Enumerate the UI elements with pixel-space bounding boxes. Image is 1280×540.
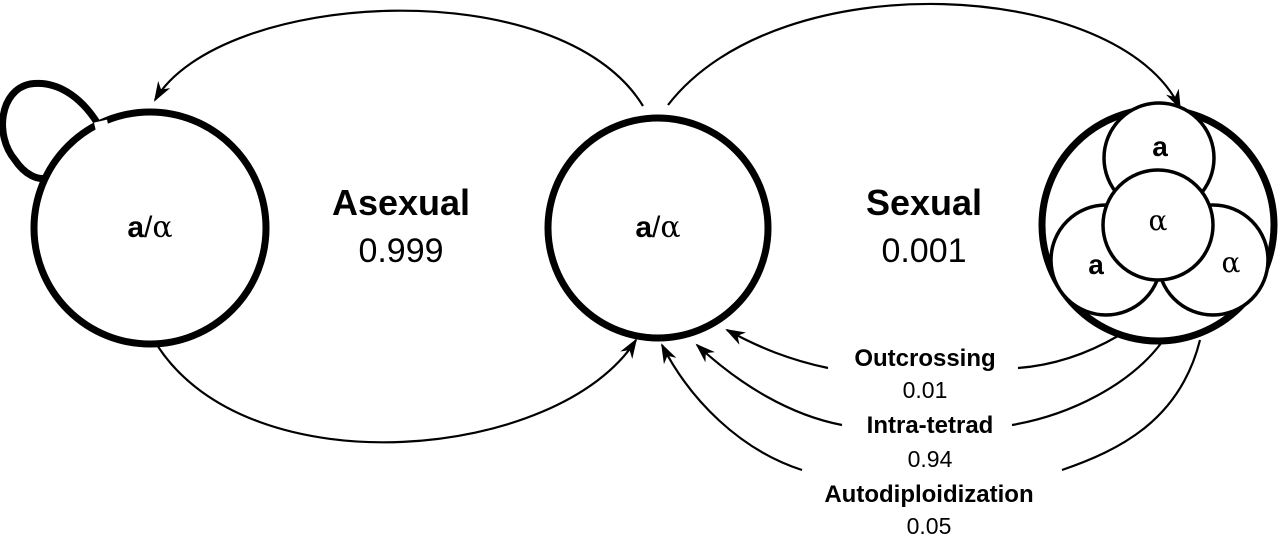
- outcrossing-probability: 0.01: [903, 377, 948, 403]
- autodiploidization-probability: 0.05: [907, 513, 952, 539]
- tetrad-spore-center: α: [1149, 204, 1168, 237]
- autodiploidization-label: Autodiploidization: [824, 481, 1033, 508]
- center-cell-genotype: a/α: [635, 210, 680, 245]
- tetrad-spore-bottom-right: α: [1222, 246, 1241, 279]
- asexual-arc-bottom: [156, 338, 638, 444]
- intra-tetrad-label: Intra-tetrad: [867, 412, 994, 439]
- sexual-label: Sexual: [866, 182, 982, 223]
- diploid-cell: [544, 114, 772, 342]
- outcrossing-label: Outcrossing: [854, 345, 995, 372]
- asexual-label: Asexual: [332, 182, 470, 223]
- tetrad-spore-bottom-left: a: [1088, 249, 1104, 280]
- tetrad-spore-top: a: [1152, 131, 1168, 162]
- asexual-arc-top: [153, 9, 644, 107]
- intra-tetrad-probability: 0.94: [908, 446, 953, 472]
- autodiploidization-arrow: [662, 340, 1202, 472]
- sexual-probability: 0.001: [881, 232, 966, 270]
- asexual-probability: 0.999: [358, 232, 443, 270]
- sexual-arc-top: [667, 2, 1181, 110]
- tetrad-ascus: [1038, 101, 1278, 345]
- left-cell-genotype: a/α: [127, 210, 172, 245]
- intra-tetrad-arrow: [697, 342, 1163, 427]
- budding-cell: [0, 79, 270, 348]
- outcrossing-arrow: [727, 330, 1119, 370]
